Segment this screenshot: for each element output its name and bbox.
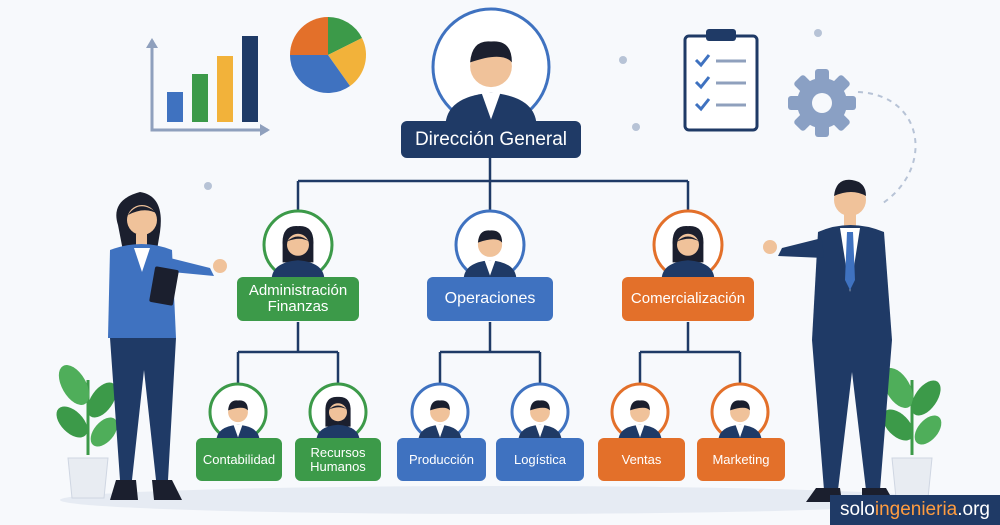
plant-icon-left	[56, 365, 118, 499]
node-produccion: Producción	[397, 438, 486, 481]
watermark-part-solo: solo	[839, 499, 875, 520]
leaf-avatar-contabilidad	[208, 382, 268, 442]
dept-avatar-comercial	[652, 209, 724, 281]
watermark-part-ingenieria: ingenieria	[874, 499, 958, 520]
connectors	[236, 158, 742, 383]
businessman-figure	[763, 179, 894, 502]
director-avatar	[431, 7, 551, 127]
leaf-avatar-rrhh	[308, 382, 368, 442]
plant-icon-right	[882, 368, 942, 499]
node-operaciones: Operaciones	[427, 277, 553, 321]
checklist-icon	[683, 29, 759, 132]
dashed-arc	[857, 91, 917, 206]
businesswoman-figure	[108, 192, 227, 500]
node-marketing: Marketing	[697, 438, 785, 481]
node-administracion-finanzas: Administración Finanzas	[237, 277, 359, 321]
decorative-dots	[204, 29, 822, 190]
floor-shadow	[60, 486, 940, 514]
pie-chart-icon	[290, 16, 367, 94]
bar-chart-icon	[146, 36, 270, 136]
node-contabilidad: Contabilidad	[196, 438, 282, 481]
watermark-part-org: .org	[957, 499, 990, 520]
leaf-avatar-marketing	[710, 382, 770, 442]
node-comercializacion: Comercialización	[622, 277, 754, 321]
leaf-avatar-logistica	[510, 382, 570, 442]
dept-avatar-admin	[262, 209, 334, 281]
node-ventas: Ventas	[598, 438, 685, 481]
node-direccion-general: Dirección General	[401, 121, 581, 158]
dept-avatar-operaciones	[454, 209, 526, 281]
leaf-avatar-produccion	[410, 382, 470, 442]
leaf-avatar-ventas	[610, 382, 670, 442]
node-logistica: Logística	[496, 438, 584, 481]
gear-icon	[788, 69, 856, 137]
node-recursos-humanos: Recursos Humanos	[295, 438, 381, 481]
